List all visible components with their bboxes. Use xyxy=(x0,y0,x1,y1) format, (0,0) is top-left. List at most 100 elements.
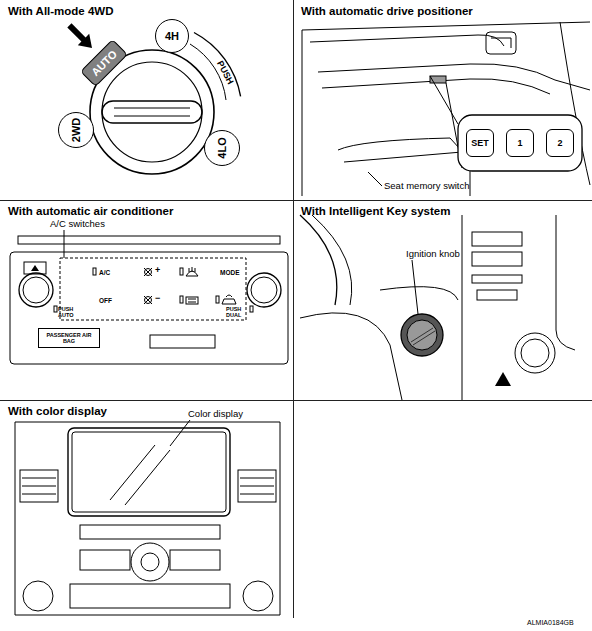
vent xyxy=(22,478,56,494)
figure-panel: With All-mode 4WD AUTO 4H 2WD 4LO xyxy=(0,0,294,201)
switch-inset xyxy=(458,115,582,171)
vent xyxy=(240,478,274,494)
figure-panel: With automatic air conditionerPASSENGER … xyxy=(0,200,294,401)
door-handle xyxy=(491,38,511,48)
temp-knob xyxy=(23,277,49,303)
button-label: 4LO xyxy=(216,137,228,158)
button-label: + xyxy=(155,266,160,276)
part-name: Seat memory switch xyxy=(384,181,470,191)
vent xyxy=(20,470,58,502)
cd-slot xyxy=(150,335,215,348)
leader-line xyxy=(64,230,65,258)
recirc-icon xyxy=(222,295,236,304)
part-name: Color display xyxy=(188,409,243,419)
button-row xyxy=(70,584,230,608)
rear-defrost-icon xyxy=(186,297,198,304)
fan-icon xyxy=(144,296,152,304)
switch-strip xyxy=(477,290,517,300)
screen-glare xyxy=(110,445,155,500)
pointer-arrow xyxy=(67,23,92,48)
button-label: 2WD xyxy=(70,118,82,142)
screen-glare xyxy=(125,450,170,505)
vent xyxy=(472,252,522,266)
figure-panel: With Intelligent Key system xyxy=(293,200,592,401)
indicator xyxy=(54,306,57,312)
steering-wheel xyxy=(300,215,337,305)
hazard-symbol xyxy=(495,372,511,386)
eject-symbol xyxy=(31,265,39,271)
fan-icon xyxy=(144,268,152,276)
panel-heading: With automatic drive positioner xyxy=(301,5,473,17)
fan-icon xyxy=(145,269,152,276)
leader-line xyxy=(412,260,418,314)
figure-panel: With color display xyxy=(0,400,294,618)
control-knob xyxy=(515,333,555,373)
indicator-label-box: PASSENGER AIR BAG xyxy=(38,328,100,348)
indicator xyxy=(216,296,219,303)
console-outline xyxy=(15,422,280,615)
control-dial xyxy=(131,543,169,581)
leader-line xyxy=(368,172,382,186)
rear-defrost-icon xyxy=(188,299,196,302)
knob-label: PUSH AUTO xyxy=(58,306,80,318)
dash-outline xyxy=(300,313,402,400)
dash-outline xyxy=(462,215,463,400)
switch-group-outline xyxy=(60,258,246,320)
control-dial xyxy=(141,553,159,571)
mode-button: AUTO xyxy=(80,39,128,87)
figure-code: ALMIA0184GB xyxy=(527,619,574,627)
audio-knob xyxy=(243,581,273,611)
button-label: OFF xyxy=(99,297,112,304)
color-display xyxy=(72,432,226,512)
mode-button: 4H xyxy=(155,19,189,53)
door-pocket xyxy=(344,152,462,162)
grip-line xyxy=(114,108,190,109)
indicator xyxy=(180,268,183,275)
knob-grip xyxy=(102,101,202,123)
control-knob xyxy=(521,339,549,367)
ignition-knob xyxy=(407,320,437,350)
figure-panel: With automatic drive positionerSET 1 2 xyxy=(293,0,592,201)
memory-button: 1 xyxy=(506,129,534,157)
panel-heading: With Intelligent Key system xyxy=(301,205,450,217)
leader-line xyxy=(170,420,190,446)
knob-label: PUSH DUAL xyxy=(226,306,248,318)
memory-button: SET xyxy=(466,129,494,157)
door-outline xyxy=(302,22,590,30)
defrost-icon xyxy=(186,267,198,276)
door-pocket xyxy=(338,138,470,196)
button-label: 2 xyxy=(557,138,562,148)
display-slot xyxy=(18,236,280,244)
grip-line xyxy=(114,116,190,117)
part-name: A/C switches xyxy=(50,219,105,229)
button-row xyxy=(170,550,220,570)
button-label: 1 xyxy=(517,138,522,148)
indicator xyxy=(93,268,96,275)
vent xyxy=(238,470,276,502)
color-display xyxy=(68,428,230,516)
indicator-label: PASSENGER AIR BAG xyxy=(40,332,98,345)
button-row xyxy=(80,550,130,570)
button-label: A/C xyxy=(99,269,110,276)
push-band xyxy=(194,33,241,97)
temp-knob xyxy=(251,277,277,303)
door-trim xyxy=(310,35,504,46)
button-label: AUTO xyxy=(89,48,119,78)
panel-heading: With automatic air conditioner xyxy=(8,205,173,217)
mode-button: 2WD xyxy=(58,112,94,148)
door-handle xyxy=(486,32,516,54)
steering-wheel xyxy=(312,215,352,305)
ac-panel xyxy=(10,252,288,364)
leader-line xyxy=(430,76,458,124)
temp-knob xyxy=(19,273,53,307)
part-name: Ignition knob xyxy=(406,249,460,259)
eject-button xyxy=(24,262,46,274)
panel-heading: With All-mode 4WD xyxy=(8,5,114,17)
button-label: SET xyxy=(471,138,489,148)
panel-heading: With color display xyxy=(8,405,107,417)
button-label: MODE xyxy=(220,269,240,276)
vent xyxy=(472,232,522,246)
indicator xyxy=(250,306,253,312)
